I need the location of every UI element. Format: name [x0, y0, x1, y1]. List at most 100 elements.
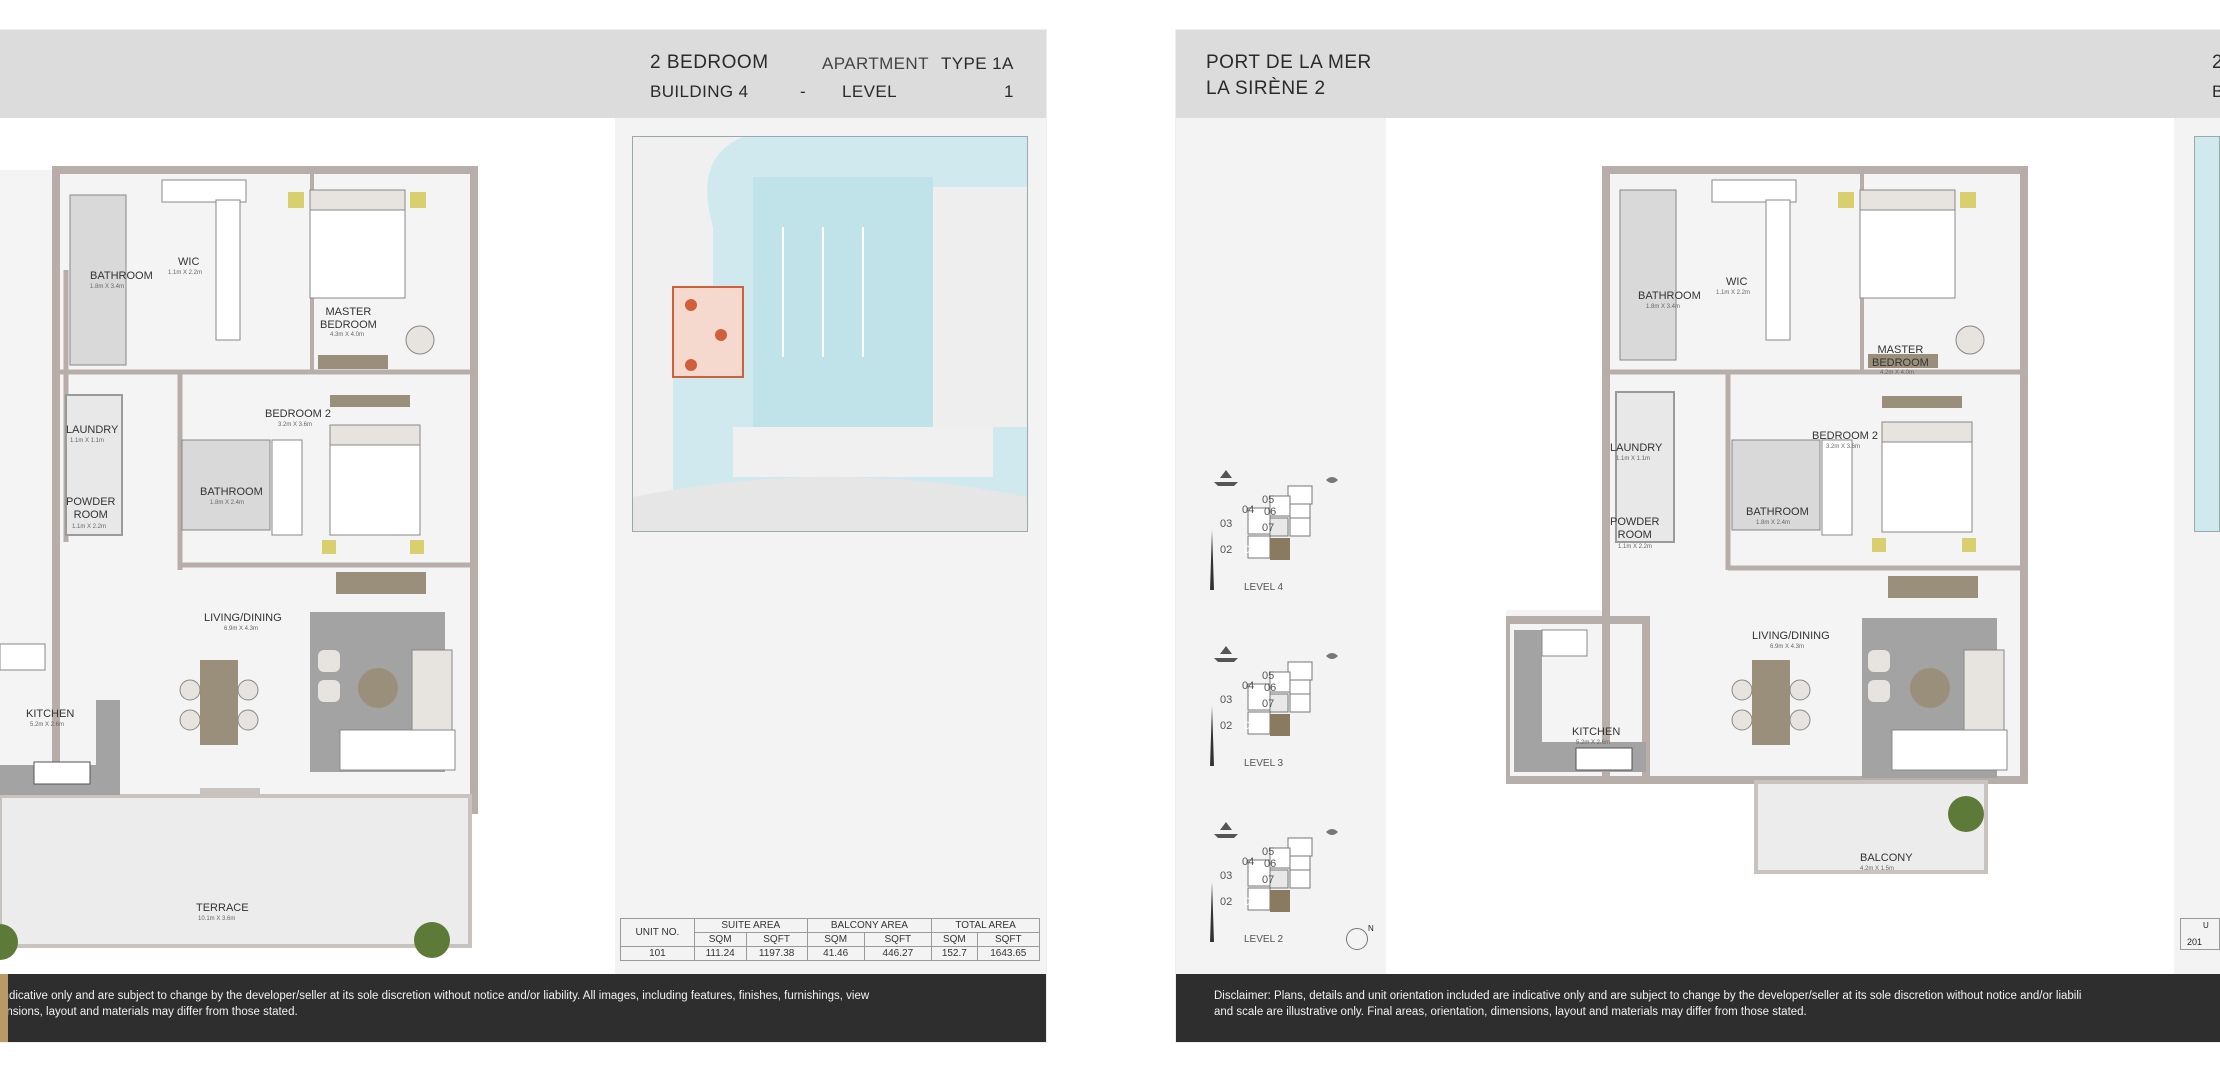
- unit-label: 04: [1242, 504, 1255, 516]
- room-laundry: LAUNDRY: [1610, 442, 1663, 454]
- room-powder-dim: 1.1m X 2.2m: [72, 524, 107, 530]
- brochure-page-1: 2 BEDROOM APARTMENT TYPE 1A BUILDING 4 -…: [0, 30, 1046, 1042]
- room-bathroom: BATHROOM: [1638, 290, 1701, 302]
- keyplan-drawing: [1210, 646, 1338, 766]
- room-wic: WIC: [178, 256, 200, 268]
- compass-icon: [1346, 928, 1368, 950]
- unit-label: 03: [1220, 870, 1233, 882]
- room-master: MASTER BEDROOM: [320, 306, 377, 331]
- level-label: LEVEL: [842, 82, 897, 101]
- unit-label: 06: [1264, 682, 1277, 694]
- disclaimer-line-2: and scale are illustrative only. Final a…: [1214, 1006, 1807, 1018]
- room-terrace-dim: 10.1m X 3.6m: [198, 916, 236, 922]
- unit-sqm: SQM: [931, 932, 978, 947]
- site-map-edge: [2194, 136, 2220, 532]
- type-label: TYPE 1A: [941, 54, 1014, 73]
- room-balcony-dim: 4.2m X 1.5m: [1860, 866, 1895, 872]
- unit-label: 02: [1220, 544, 1233, 556]
- table-units-row: SQM SQFT SQM SQFT SQM SQFT: [621, 932, 1041, 947]
- unit-sqm: SQM: [693, 932, 747, 947]
- unit-label-selected: 01: [1244, 544, 1257, 556]
- room-kitchen-dim: 5.2m X 2.6m: [1576, 740, 1611, 746]
- room-kitchen: KITCHEN: [26, 708, 75, 720]
- area-table-edge: U 201: [2180, 918, 2220, 950]
- balcony-header: BALCONY AREA: [806, 918, 933, 933]
- room-powder: POWDER ROOM: [66, 496, 116, 521]
- room-living: LIVING/DINING: [204, 612, 282, 624]
- room-living: LIVING/DINING: [1752, 630, 1830, 642]
- unit-label: 05: [1262, 670, 1275, 682]
- room-terrace: TERRACE: [196, 902, 249, 914]
- table-row: 101 111.24 1197.38 41.46 446.27 152.7 16…: [620, 946, 1041, 961]
- disclaimer-line-1: Disclaimer: Plans, details and unit orie…: [1214, 990, 2082, 1002]
- room-bathroom-2-dim: 1.8m X 2.4m: [1756, 520, 1791, 526]
- unit-type: 2 BEDROOM: [650, 52, 769, 73]
- keyplan-level-label: LEVEL 3: [1244, 758, 1284, 769]
- room-bedroom-2-dim: 3.2m X 3.6m: [1826, 444, 1861, 450]
- disclaimer-footer: Disclaimer: Plans, details and unit orie…: [1176, 974, 2220, 1042]
- table-cell: 111.24: [693, 946, 747, 961]
- unit-sqm: SQM: [806, 932, 865, 947]
- room-bathroom-dim: 1.8m X 3.4m: [90, 284, 125, 290]
- unit-sqft: SQFT: [863, 932, 933, 947]
- unit-label: 06: [1264, 506, 1277, 518]
- level-value: 1: [1004, 82, 1014, 101]
- room-master: MASTER BEDROOM: [1872, 344, 1929, 369]
- site-map: [632, 136, 1028, 532]
- room-bedroom-2-dim: 3.2m X 3.6m: [278, 422, 313, 428]
- keyplan-level-2: [1206, 822, 1356, 972]
- unit-label: 04: [1242, 680, 1255, 692]
- table-cell: 1643.65: [976, 946, 1041, 961]
- table-cell: 1197.38: [745, 946, 808, 961]
- unit-label: 07: [1262, 698, 1275, 710]
- compass-label: N: [1368, 924, 1374, 933]
- keyplan-drawing: [1210, 470, 1338, 590]
- room-living-dim: 6.9m X 4.3m: [1770, 644, 1805, 650]
- apartment-label: APARTMENT: [822, 54, 929, 73]
- room-wic: WIC: [1726, 276, 1748, 288]
- room-bathroom-dim: 1.8m X 3.4m: [1646, 304, 1681, 310]
- unit-label: 03: [1220, 518, 1233, 530]
- floor-plan: [0, 166, 478, 960]
- keyplan-level-label: LEVEL 2: [1244, 934, 1284, 945]
- page-header: PORT DE LA MER LA SIRÈNE 2 2 B: [1176, 30, 2220, 118]
- unit-label-selected: 01: [1244, 896, 1257, 908]
- room-kitchen-dim: 5.2m X 2.6m: [30, 722, 65, 728]
- room-bedroom-2: BEDROOM 2: [1812, 430, 1879, 442]
- table-cell: 101: [620, 946, 695, 961]
- room-powder-dim: 1.1m X 2.2m: [1618, 544, 1653, 550]
- table-cell: 41.46: [806, 946, 865, 961]
- building-label: BUILDING 4: [650, 82, 749, 101]
- room-bedroom-2: BEDROOM 2: [265, 408, 332, 420]
- unit-label: 05: [1262, 494, 1275, 506]
- edge-header-2: B: [2212, 82, 2220, 101]
- disclaimer-line-2: ensions, layout and materials may differ…: [0, 1006, 298, 1018]
- room-laundry: LAUNDRY: [66, 424, 119, 436]
- suite-header: SUITE AREA: [693, 918, 808, 933]
- unit-sqft: SQFT: [976, 932, 1041, 947]
- room-bathroom: BATHROOM: [90, 270, 153, 282]
- table-edge-row: 201: [2187, 937, 2203, 947]
- room-wic-dim: 1.1m X 2.2m: [168, 270, 203, 276]
- total-header: TOTAL AREA: [931, 918, 1040, 933]
- disclaimer-footer: indicative only and are subject to chang…: [0, 974, 1046, 1042]
- table-cell: 446.27: [863, 946, 933, 961]
- table-cell: 152.7: [931, 946, 978, 961]
- disclaimer-line-1: indicative only and are subject to chang…: [0, 990, 870, 1002]
- area-table: UNIT NO. SUITE AREA BALCONY AREA TOTAL A…: [620, 918, 1041, 961]
- room-wic-dim: 1.1m X 2.2m: [1716, 290, 1751, 296]
- room-bathroom-2-dim: 1.8m X 2.4m: [210, 500, 245, 506]
- unit-label: 07: [1262, 522, 1275, 534]
- room-master-dim: 4.3m X 4.0m: [330, 332, 365, 338]
- page-header: 2 BEDROOM APARTMENT TYPE 1A BUILDING 4 -…: [0, 30, 1046, 118]
- room-bathroom-2: BATHROOM: [1746, 506, 1809, 518]
- room-kitchen: KITCHEN: [1572, 726, 1621, 738]
- room-bathroom-2: BATHROOM: [200, 486, 263, 498]
- room-laundry-dim: 1.1m X 1.1m: [70, 438, 105, 444]
- unit-label: 03: [1220, 694, 1233, 706]
- room-powder: POWDER ROOM: [1610, 516, 1660, 541]
- keyplan-level-4: [1206, 470, 1356, 650]
- room-living-dim: 6.9m X 4.3m: [224, 626, 259, 632]
- brochure-page-2: PORT DE LA MER LA SIRÈNE 2 2 B 05 04 06 …: [1176, 30, 2220, 1042]
- unit-label: 02: [1220, 720, 1233, 732]
